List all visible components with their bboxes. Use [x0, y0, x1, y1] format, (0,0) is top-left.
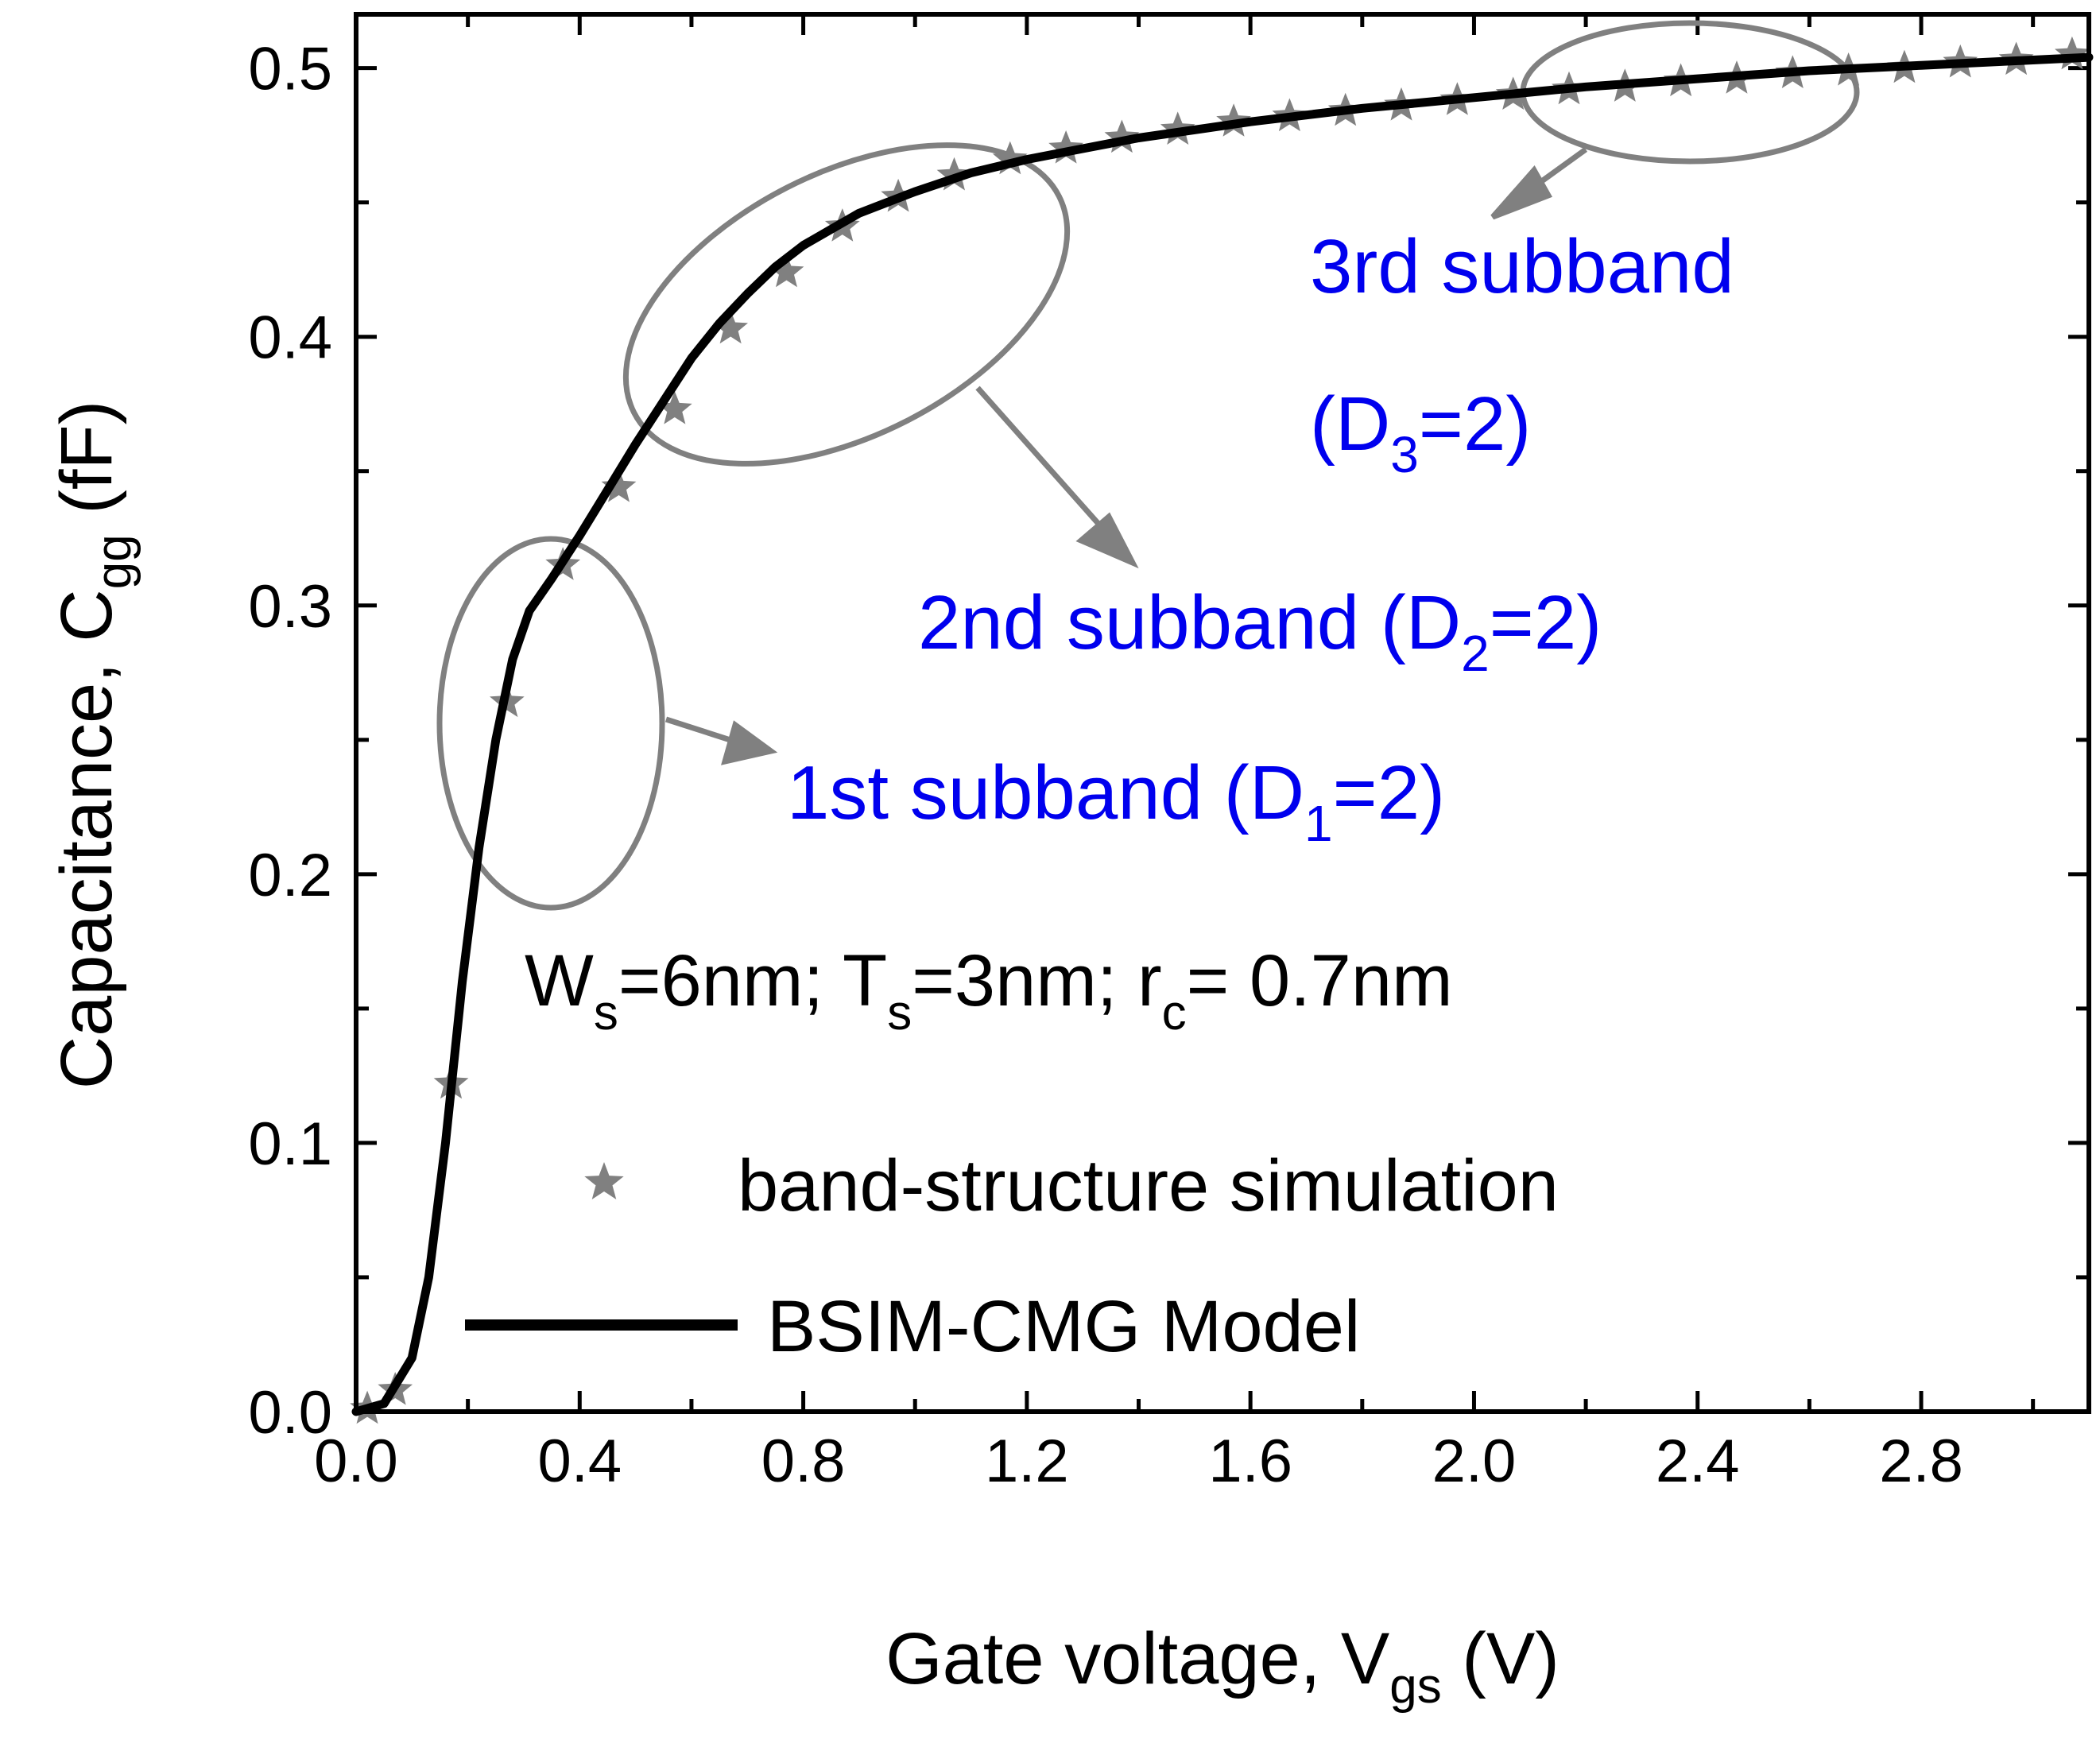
arrow-1st-head	[721, 720, 778, 765]
x-tick-label: 0.4	[537, 1428, 622, 1495]
y-tick-label: 0.2	[248, 842, 332, 909]
param-w-val: =6nm;	[618, 940, 843, 1021]
legend: band-structure simulation BSIM-CMG Model	[465, 1145, 1559, 1367]
annotation-1st-subband: 1st subband (D1=2)	[787, 750, 1445, 852]
model-series	[351, 52, 2094, 1416]
legend-star-marker	[584, 1162, 624, 1199]
param-r-val: = 0.7nm	[1187, 940, 1453, 1021]
y-tick-label: 0.0	[248, 1379, 332, 1447]
annotation-2nd-main: 2nd subband (D	[918, 580, 1461, 665]
param-t-val: =3nm;	[912, 940, 1137, 1021]
plot-frame	[354, 12, 2091, 1414]
y-tick-label: 0.5	[248, 36, 332, 103]
x-tick-label: 0.0	[314, 1428, 398, 1495]
x-tick-label: 1.6	[1208, 1428, 1292, 1495]
y-axis-title-main: Capacitance, C	[46, 589, 127, 1089]
annotation-3rd-subband-line1: 3rd subband	[1310, 224, 1734, 309]
annotation-3rd-sub: 3	[1390, 426, 1419, 483]
x-tick-label: 1.2	[985, 1428, 1069, 1495]
simulation-point	[936, 157, 972, 191]
y-axis-title: Capacitance, Cgg (fF)	[46, 401, 141, 1090]
x-axis-title-main: Gate voltage, V	[885, 1618, 1389, 1699]
ellipse-1st-subband	[436, 536, 665, 911]
param-w: W	[525, 940, 594, 1021]
annotation-2nd-sub: 2	[1461, 625, 1490, 682]
annotation-1st-main: 1st subband (D	[787, 750, 1304, 835]
x-axis-title-sub: gs	[1389, 1659, 1441, 1714]
device-parameters: Ws=6nm; Ts=3nm; rc= 0.7nm	[525, 940, 1453, 1040]
param-t-sub: s	[887, 986, 912, 1040]
x-axis-title: Gate voltage, Vgs (V)	[885, 1618, 1560, 1714]
annotation-3rd-main: (D	[1310, 382, 1390, 467]
y-tick-label: 0.4	[248, 304, 332, 372]
simulation-point	[769, 254, 804, 288]
x-axis-title-unit: (V)	[1442, 1618, 1560, 1699]
param-r-sub: c	[1162, 986, 1187, 1040]
param-w-sub: s	[594, 986, 618, 1040]
annotation-arrows	[664, 147, 1588, 765]
y-axis-title-sub: gg	[87, 534, 141, 589]
param-t: T	[843, 940, 887, 1021]
simulation-point	[713, 310, 748, 344]
legend-simulation-label: band-structure simulation	[738, 1145, 1559, 1226]
x-tick-label: 2.8	[1879, 1428, 1963, 1495]
annotation-1st-end: =2)	[1333, 750, 1445, 835]
tick-labels: 0.0 0.4 0.8 1.2 1.6 2.0 2.4 2.8 0.0 0.1 0.2 0.3 0.4 0…	[248, 36, 1963, 1495]
simulation-point	[657, 391, 692, 424]
arrow-3rd-head	[1490, 165, 1553, 220]
annotation-3rd-subband-line2: (D3=2)	[1310, 382, 1531, 483]
x-tick-label: 2.0	[1432, 1428, 1517, 1495]
simulation-point	[1048, 130, 1083, 164]
model-line	[351, 52, 2094, 1416]
annotation-3rd-end: =2)	[1419, 382, 1531, 467]
simulation-point	[992, 141, 1028, 175]
arrow-1st-shaft	[664, 716, 737, 745]
x-tick-label: 0.8	[761, 1428, 846, 1495]
y-tick-label: 0.3	[248, 573, 332, 641]
y-tick-label: 0.1	[248, 1110, 332, 1178]
ellipse-2nd-subband	[622, 142, 1071, 467]
legend-model-label: BSIM-CMG Model	[767, 1286, 1360, 1367]
annotation-2nd-subband: 2nd subband (D2=2)	[918, 580, 1602, 682]
annotation-1st-sub: 1	[1304, 795, 1333, 852]
y-axis-title-unit: (fF)	[46, 401, 127, 535]
arrow-2nd-shaft	[975, 385, 1107, 533]
simulation-point	[601, 469, 637, 502]
param-r: r	[1137, 940, 1162, 1021]
arrow-2nd-head	[1075, 512, 1139, 569]
simulation-point	[2055, 36, 2090, 70]
simulation-point	[1104, 119, 1140, 153]
x-tick-label: 2.4	[1656, 1428, 1740, 1495]
annotation-2nd-end: =2)	[1490, 580, 1602, 665]
